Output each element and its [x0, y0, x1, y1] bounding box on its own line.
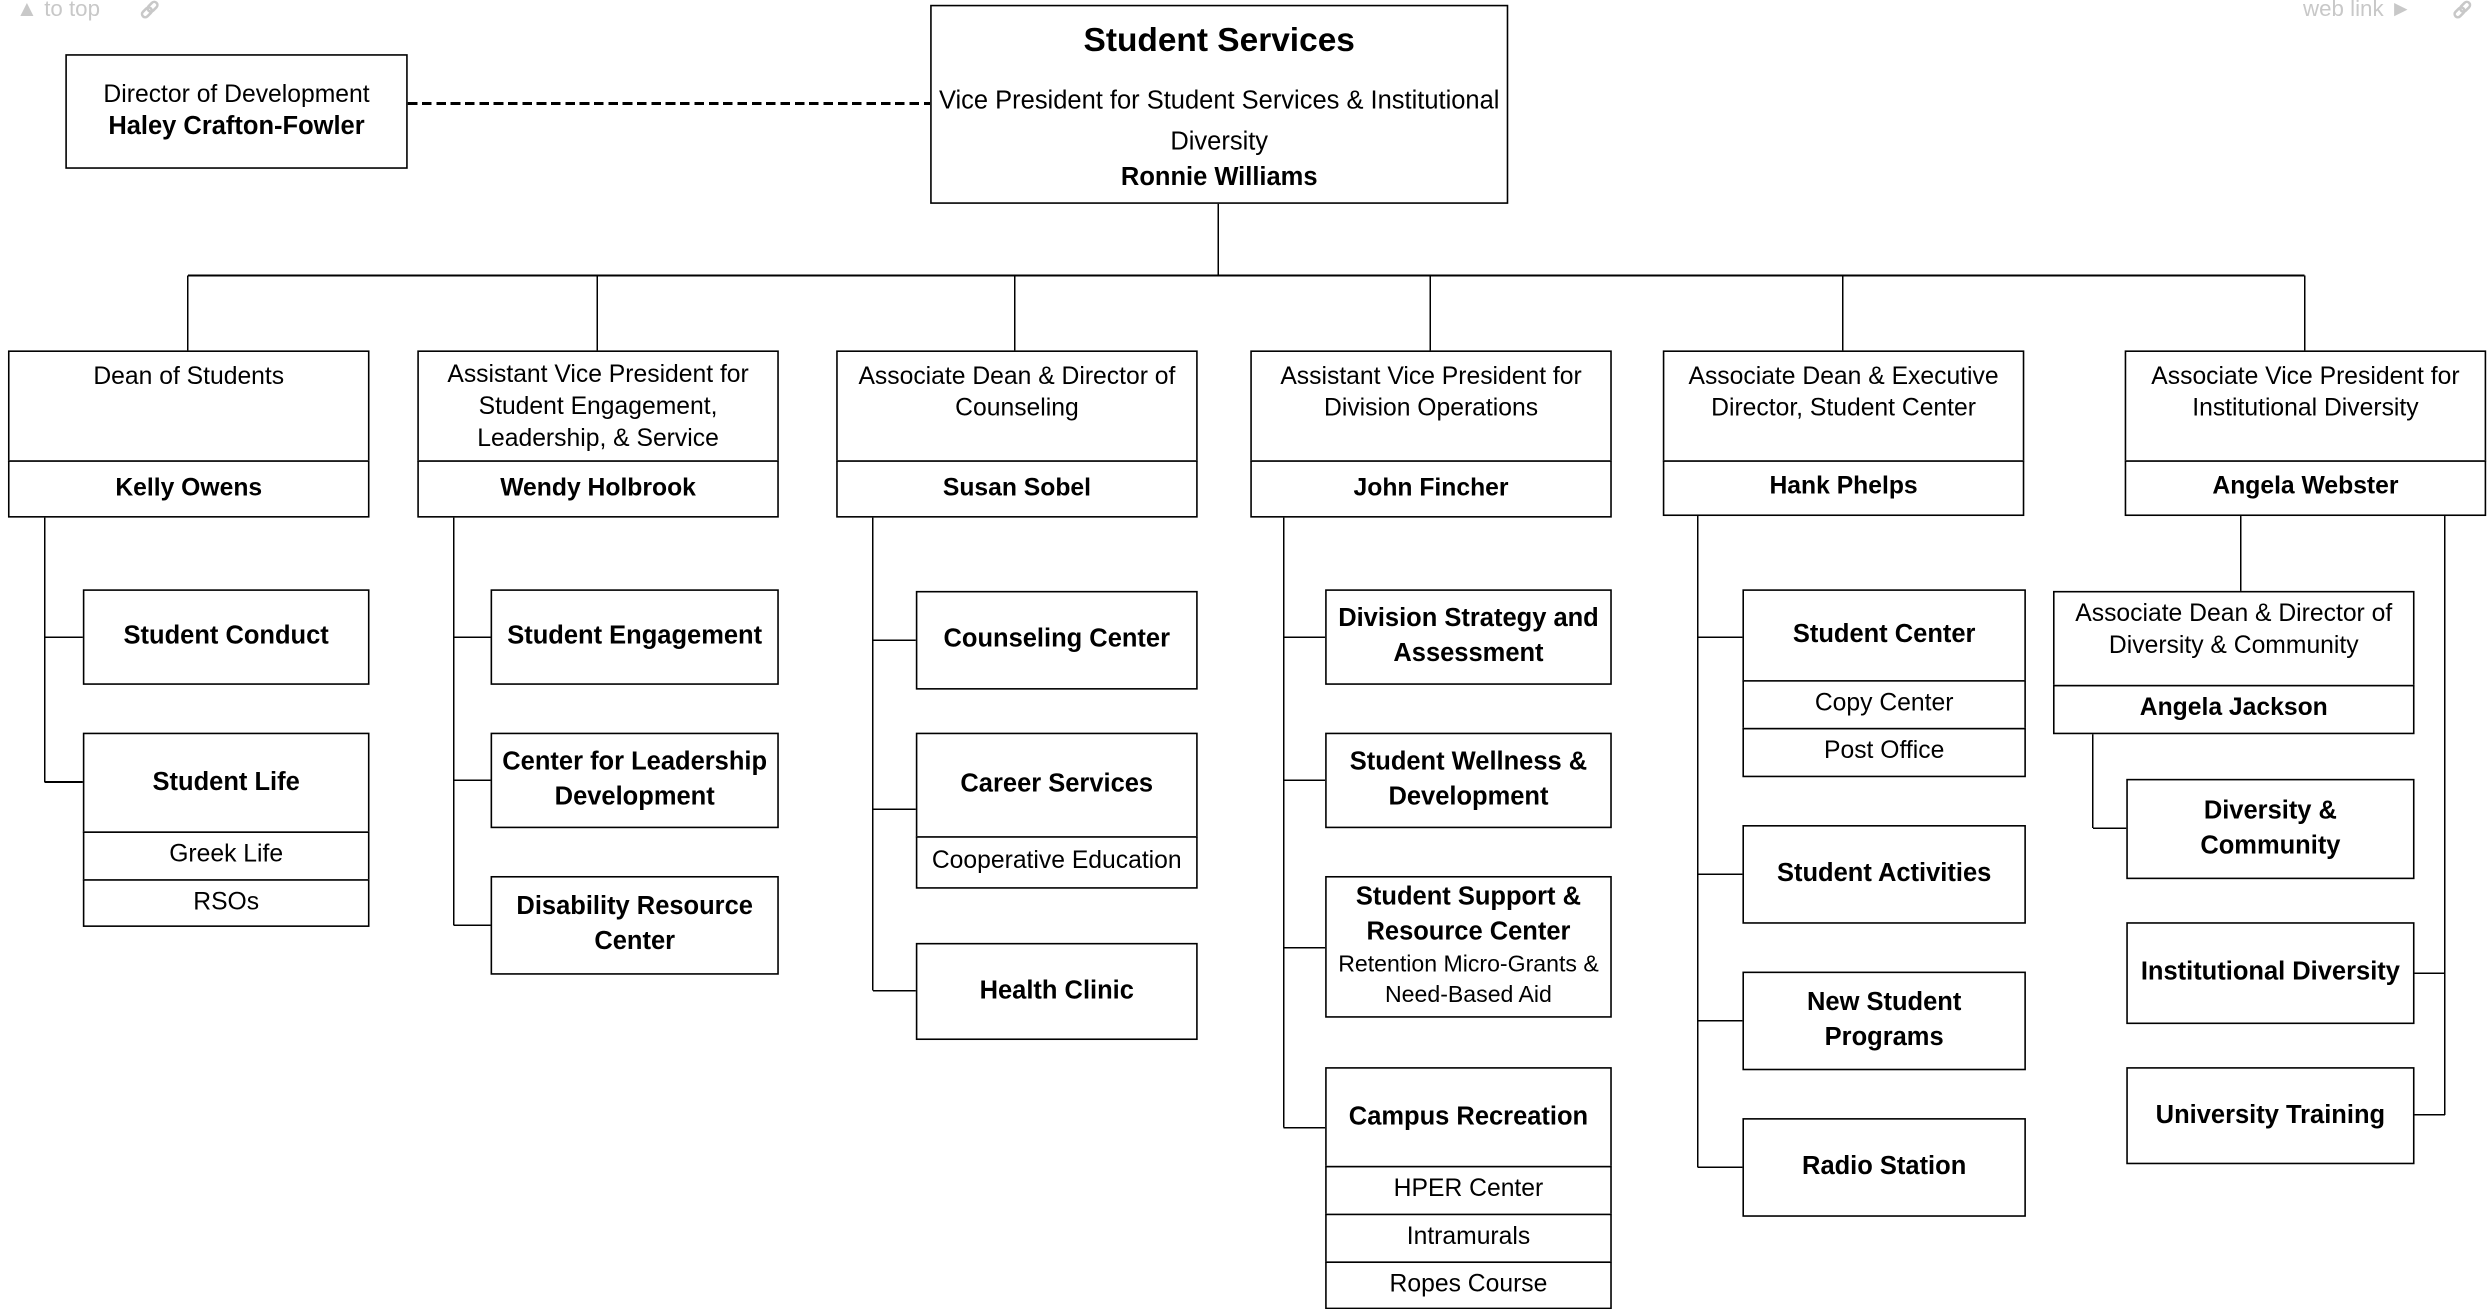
sub-unit-name: HPER Center [1393, 1176, 1544, 1204]
manager-name-box: Wendy Holbrook [417, 460, 779, 518]
unit-name: Division Strategy and Assessment [1338, 605, 1599, 668]
sub-unit-name: Post Office [1824, 738, 1945, 766]
vp-box: Student Services Vice President for Stud… [930, 4, 1509, 204]
unit-box: Institutional Diversity [2126, 922, 2415, 1025]
unit-name: Student Center [1792, 621, 1976, 649]
manager-title: Dean of Students [93, 363, 285, 391]
sub-manager-name-box: Angela Jackson [2052, 684, 2415, 735]
unit-box: Student Conduct [82, 589, 370, 685]
unit-name: Career Services [960, 771, 1154, 799]
manager-name: Hank Phelps [1769, 473, 1918, 501]
unit-box: University Training [2126, 1067, 2415, 1165]
manager-title: Associate Vice President for Institution… [2151, 363, 2460, 423]
unit-box: Student Center [1742, 589, 2026, 682]
sub-unit-box: HPER Center [1325, 1165, 1612, 1216]
unit-name: Campus Recreation [1348, 1103, 1589, 1131]
manager-name-box: Susan Sobel [836, 460, 1198, 518]
unit-name: Radio Station [1802, 1153, 1967, 1181]
development-box: Director of Development Haley Crafton-Fo… [65, 54, 408, 169]
manager-name-box: Angela Webster [2124, 460, 2487, 517]
sub-unit-box: Post Office [1742, 727, 2026, 778]
manager-title: Assistant Vice President for Student Eng… [447, 361, 749, 453]
unit-name: Student Life [152, 768, 300, 796]
manager-title-box: Associate Dean & Executive Director, Stu… [1662, 350, 2025, 462]
unit-box: Student Engagement [490, 589, 779, 685]
sub-unit-box: RSOs [82, 879, 370, 927]
development-title: Director of Development [103, 80, 370, 108]
unit-name: Student Activities [1777, 860, 1992, 888]
manager-name: Angela Webster [2212, 473, 2399, 501]
unit-name: Diversity & Community [2200, 797, 2341, 860]
link-icon[interactable] [2450, 0, 2475, 22]
manager-title-box: Assistant Vice President for Division Op… [1250, 350, 1612, 462]
unit-box: Student Wellness & Development [1325, 732, 1612, 829]
unit-box: Division Strategy and Assessment [1325, 589, 1612, 685]
unit-name: Health Clinic [979, 977, 1134, 1005]
manager-name: Susan Sobel [942, 474, 1092, 502]
unit-name: Student Engagement [507, 623, 763, 651]
manager-name-box: Hank Phelps [1662, 460, 2025, 517]
sub-unit-name: Cooperative Education [931, 847, 1182, 876]
unit-name: Student Support & Resource Center [1355, 884, 1582, 946]
unit-box: Student Support & Resource Center Retent… [1325, 875, 1612, 1018]
link-icon[interactable] [137, 0, 162, 22]
sub-unit-name: Intramurals [1406, 1223, 1531, 1251]
sub-manager-title: Associate Dean & Director of Diversity &… [2075, 600, 2393, 660]
sub-unit-name: Greek Life [169, 841, 284, 869]
unit-box: Counseling Center [915, 590, 1198, 690]
sub-unit-box: Greek Life [82, 831, 370, 881]
unit-box: Student Activities [1742, 825, 2026, 924]
sub-unit-box: Intramurals [1325, 1213, 1612, 1264]
manager-name: Wendy Holbrook [500, 474, 696, 502]
unit-box: Career Services [915, 732, 1198, 838]
unit-name: New Student Programs [1806, 989, 1962, 1052]
manager-name: Kelly Owens [115, 474, 263, 502]
development-name: Haley Crafton-Fowler [108, 112, 365, 140]
manager-title: Assistant Vice President for Division Op… [1280, 363, 1582, 423]
unit-name: Student Wellness & Development [1349, 749, 1588, 811]
manager-title: Associate Dean & Director of Counseling [858, 363, 1176, 423]
unit-name: Disability Resource Center [516, 894, 753, 956]
manager-title-box: Assistant Vice President for Student Eng… [417, 350, 779, 462]
to-top-link[interactable]: ▲ to top [15, 0, 100, 21]
unit-name: University Training [2155, 1101, 2386, 1129]
manager-name-box: Kelly Owens [7, 460, 370, 518]
unit-note: Retention Micro-Grants & Need-Based Aid [1338, 951, 1599, 1009]
sub-manager-title-box: Associate Dean & Director of Diversity &… [2052, 590, 2415, 687]
unit-box: Disability Resource Center [490, 875, 779, 975]
unit-name: Student Conduct [123, 623, 329, 651]
manager-title-box: Associate Dean & Director of Counseling [836, 350, 1198, 462]
manager-name-box: John Fincher [1250, 460, 1612, 518]
unit-box: Student Life [82, 732, 370, 833]
unit-box: New Student Programs [1742, 971, 2026, 1071]
sub-unit-box: Cooperative Education [915, 836, 1198, 889]
sub-unit-box: Ropes Course [1325, 1261, 1612, 1309]
sub-unit-name: RSOs [193, 888, 260, 916]
sub-unit-box: Copy Center [1742, 680, 2026, 730]
sub-unit-name: Copy Center [1814, 690, 1954, 718]
manager-title: Associate Dean & Executive Director, Stu… [1688, 363, 1999, 423]
unit-box: Center for Leadership Development [490, 732, 779, 829]
chart-title: Student Services [1083, 22, 1355, 59]
web-link[interactable]: web link ► [2303, 0, 2412, 21]
vp-title: Vice President for Student Services & In… [938, 88, 1500, 156]
manager-name: John Fincher [1353, 474, 1509, 502]
unit-name: Institutional Diversity [2140, 959, 2400, 987]
unit-name: Center for Leadership Development [502, 749, 768, 811]
manager-title-box: Dean of Students [7, 350, 370, 462]
unit-box: Radio Station [1742, 1118, 2026, 1217]
unit-box: Diversity & Community [2126, 778, 2415, 880]
sub-unit-name: Ropes Course [1389, 1270, 1548, 1298]
unit-box: Campus Recreation [1325, 1067, 1612, 1168]
vp-name: Ronnie Williams [1120, 164, 1318, 192]
manager-title-box: Associate Vice President for Institution… [2124, 350, 2487, 462]
unit-name: Counseling Center [943, 626, 1171, 654]
sub-manager-name: Angela Jackson [2139, 695, 2328, 723]
unit-box: Health Clinic [915, 942, 1198, 1041]
